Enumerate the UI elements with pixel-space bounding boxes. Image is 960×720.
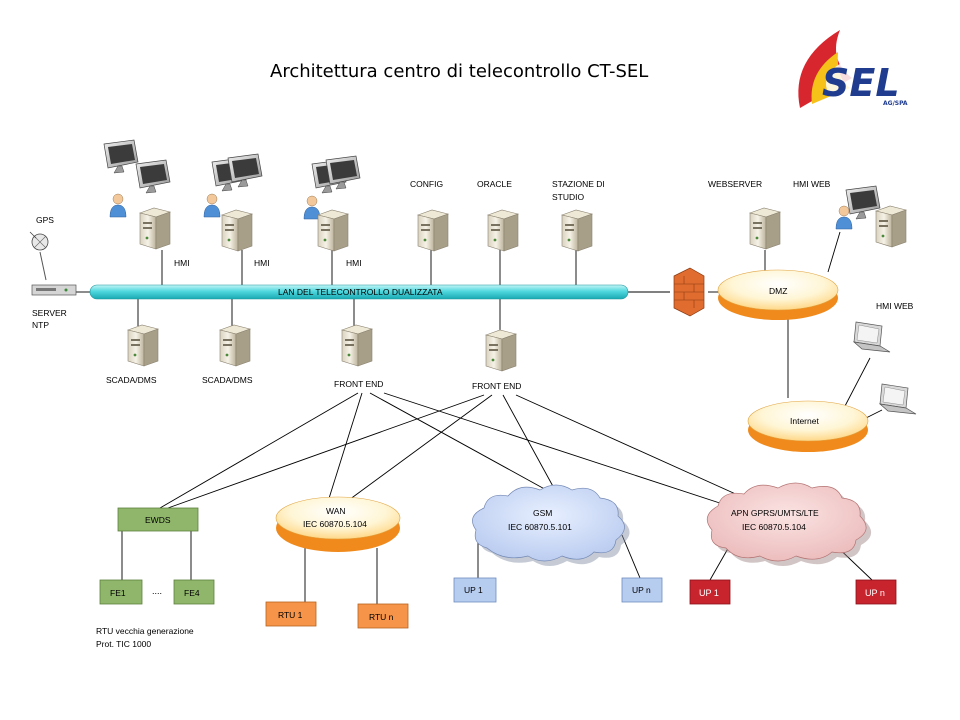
stazione-label-2: STUDIO bbox=[552, 192, 585, 202]
up1-gsm-label: UP 1 bbox=[464, 585, 483, 595]
config-label: CONFIG bbox=[410, 179, 443, 189]
gps-label: GPS bbox=[36, 215, 54, 225]
connection-lines bbox=[76, 231, 883, 604]
fe1-label: FE1 bbox=[110, 588, 126, 598]
lan-label: LAN DEL TELECONTROLLO DUALIZZATA bbox=[278, 287, 443, 297]
rtu1-box: RTU 1 bbox=[265, 601, 317, 627]
upn-gsm-box: UP n bbox=[621, 577, 663, 603]
stazione-label-1: STAZIONE DI bbox=[552, 179, 605, 189]
internet-node: Internet bbox=[747, 400, 869, 452]
internet-label: Internet bbox=[790, 416, 819, 426]
oracle-server-icon bbox=[487, 209, 519, 252]
ewds-label: EWDS bbox=[145, 515, 171, 525]
user-icon bbox=[109, 193, 127, 218]
rtu-note-1: RTU vecchia generazione bbox=[96, 626, 194, 636]
user-icon bbox=[303, 195, 321, 220]
hmi-label-2: HMI bbox=[254, 258, 270, 268]
sel-logo: SEL AG/SPA bbox=[798, 30, 910, 111]
server-ntp-label-1: SERVER bbox=[32, 308, 67, 318]
logo-text: SEL bbox=[822, 61, 900, 105]
server-icon bbox=[875, 205, 907, 248]
server-icon bbox=[317, 209, 349, 252]
server-icon bbox=[139, 207, 171, 250]
rtun-box: RTU n bbox=[357, 603, 409, 629]
wan-label-2: IEC 60870.5.104 bbox=[303, 519, 367, 529]
logo-subtext: AG/SPA bbox=[883, 100, 908, 107]
gsm-label-2: IEC 60870.5.101 bbox=[508, 522, 572, 532]
lan-bus: LAN DEL TELECONTROLLO DUALIZZATA bbox=[89, 284, 629, 300]
server-icon bbox=[221, 209, 253, 252]
scada-label-1: SCADA/DMS bbox=[106, 375, 157, 385]
hmi-label-3: HMI bbox=[346, 258, 362, 268]
front-end-server-icon bbox=[485, 329, 517, 372]
upn-apn-box: UP n bbox=[855, 579, 897, 605]
stazione-server-icon bbox=[561, 209, 593, 252]
monitor-icon bbox=[227, 153, 263, 188]
hmi-label-1: HMI bbox=[174, 258, 190, 268]
up1-apn-box: UP 1 bbox=[689, 579, 731, 605]
fe4-label: FE4 bbox=[184, 588, 200, 598]
monitor-icon bbox=[845, 185, 881, 220]
front-end-label-1: FRONT END bbox=[334, 379, 383, 389]
dmz-node: DMZ bbox=[717, 269, 839, 320]
up1-apn-label: UP 1 bbox=[699, 588, 719, 598]
config-server-icon bbox=[417, 209, 449, 252]
up1-gsm-box: UP 1 bbox=[453, 577, 497, 603]
fe4-box: FE4 bbox=[173, 579, 215, 605]
scada-label-2: SCADA/DMS bbox=[202, 375, 253, 385]
ewds-box: EWDS bbox=[117, 507, 199, 532]
rtun-label: RTU n bbox=[369, 612, 394, 622]
monitor-icon bbox=[103, 139, 139, 174]
diagram-title: Architettura centro di telecontrollo CT-… bbox=[270, 61, 648, 82]
webserver-icon bbox=[749, 207, 781, 250]
ntp-server-icon bbox=[31, 284, 77, 296]
hmi-web-workstation bbox=[835, 185, 907, 248]
dmz-label: DMZ bbox=[769, 286, 787, 296]
front-end-server-icon bbox=[341, 324, 373, 367]
apn-cloud: APN GPRS/UMTS/LTE IEC 60870.5.104 bbox=[706, 482, 872, 566]
rtu1-label: RTU 1 bbox=[278, 610, 303, 620]
gsm-cloud: GSM IEC 60870.5.101 bbox=[472, 484, 630, 566]
apn-label-2: IEC 60870.5.104 bbox=[742, 522, 806, 532]
webserver-label: WEBSERVER bbox=[708, 179, 762, 189]
fe-dots: .... bbox=[152, 586, 162, 596]
upn-gsm-label: UP n bbox=[632, 585, 651, 595]
fe1-box: FE1 bbox=[99, 579, 143, 605]
laptop-icon bbox=[853, 321, 891, 353]
monitor-icon bbox=[135, 159, 171, 194]
hmi-workstation-3 bbox=[303, 155, 361, 252]
scada-server-icon bbox=[127, 324, 159, 367]
gsm-label-1: GSM bbox=[533, 508, 552, 518]
monitor-icon bbox=[325, 155, 361, 190]
wan-label-1: WAN bbox=[326, 506, 346, 516]
scada-server-icon bbox=[219, 324, 251, 367]
hmi-workstation-2 bbox=[203, 153, 263, 252]
upn-apn-label: UP n bbox=[865, 588, 885, 598]
front-end-label-2: FRONT END bbox=[472, 381, 521, 391]
wan-node: WAN IEC 60870.5.104 bbox=[275, 496, 401, 552]
hmi-workstation-1 bbox=[103, 139, 171, 250]
laptop-icon bbox=[879, 383, 917, 415]
apn-label-1: APN GPRS/UMTS/LTE bbox=[731, 508, 819, 518]
gps-antenna-icon bbox=[29, 231, 49, 281]
hmi-web-right-label: HMI WEB bbox=[876, 301, 914, 311]
firewall-icon bbox=[673, 267, 705, 317]
rtu-note-2: Prot. TIC 1000 bbox=[96, 639, 151, 649]
oracle-label: ORACLE bbox=[477, 179, 512, 189]
server-ntp-label-2: NTP bbox=[32, 320, 49, 330]
hmi-web-top-label: HMI WEB bbox=[793, 179, 831, 189]
user-icon bbox=[203, 193, 221, 218]
